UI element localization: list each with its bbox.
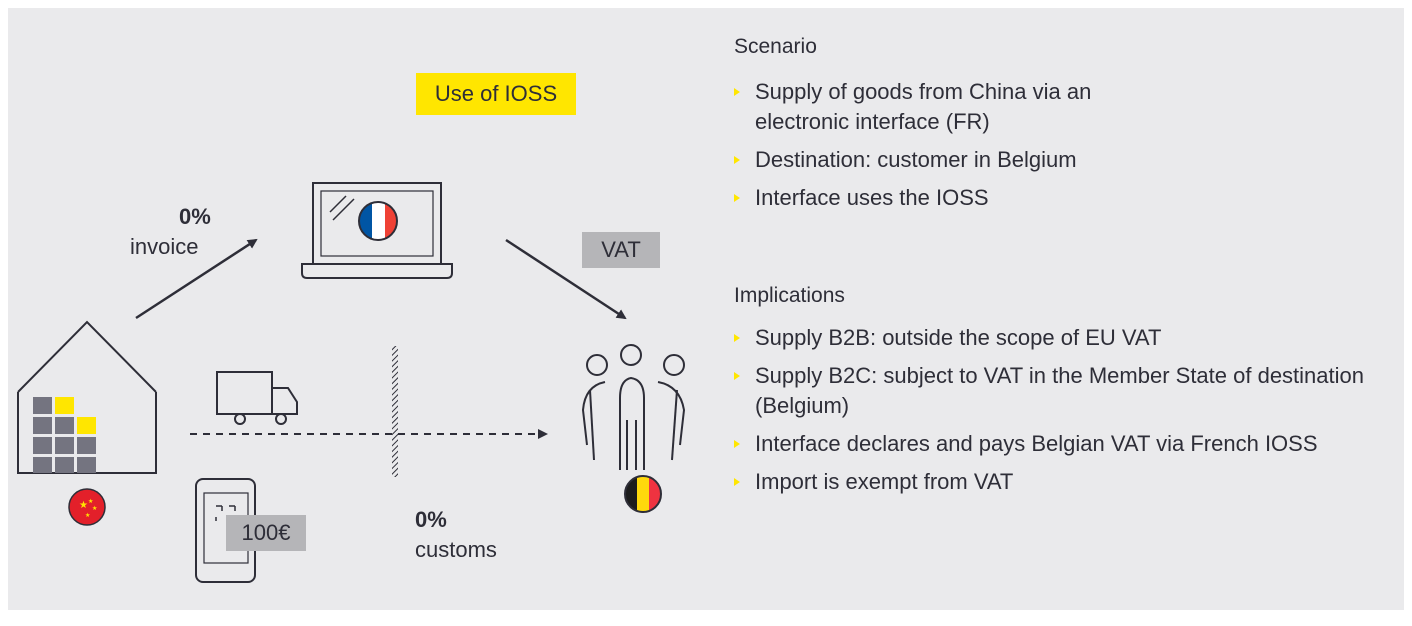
list-item: Supply B2B: outside the scope of EU VAT — [734, 323, 1394, 353]
implications-heading: Implications — [734, 284, 845, 307]
svg-text:★: ★ — [88, 498, 93, 505]
invoice-arrow — [135, 238, 258, 320]
warehouse-icon — [17, 320, 157, 474]
diagram-panel — [8, 8, 1404, 610]
use-of-ioss-badge: Use of IOSS — [416, 73, 576, 115]
bullet-marker-icon — [734, 194, 740, 202]
customs-rate-label: 0% — [415, 507, 447, 532]
invoice-label: invoice — [130, 234, 199, 259]
bullet-marker-icon — [734, 478, 740, 486]
china-flag-icon: ★ ★ ★ ★ — [68, 488, 106, 526]
laptop-icon — [301, 182, 453, 279]
customs-border-icon — [392, 346, 398, 477]
bullet-marker-icon — [734, 372, 740, 380]
svg-text:★: ★ — [79, 500, 88, 511]
scenario-list: Supply of goods from China via an electr… — [734, 77, 1374, 221]
bullet-marker-icon — [734, 156, 740, 164]
list-item: Supply of goods from China via an electr… — [734, 77, 1374, 137]
list-item: Supply B2C: subject to VAT in the Member… — [734, 361, 1394, 421]
list-item: Interface declares and pays Belgian VAT … — [734, 429, 1394, 459]
svg-text:★: ★ — [85, 512, 90, 519]
scenario-heading: Scenario — [734, 35, 817, 58]
bullet-marker-icon — [734, 334, 740, 342]
list-item: Destination: customer in Belgium — [734, 145, 1374, 175]
bullet-marker-icon — [734, 88, 740, 96]
truck-icon — [216, 371, 298, 425]
customers-icon — [581, 344, 686, 470]
customs-label: customs — [415, 537, 497, 562]
list-item: Import is exempt from VAT — [734, 467, 1394, 497]
svg-text:★: ★ — [92, 505, 97, 512]
bullet-marker-icon — [734, 440, 740, 448]
vat-badge: VAT — [582, 232, 660, 268]
price-tag: 100€ — [226, 515, 306, 551]
list-item: Interface uses the IOSS — [734, 183, 1374, 213]
invoice-rate-label: 0% — [179, 204, 211, 229]
vat-arrow — [505, 238, 627, 320]
implications-list: Supply B2B: outside the scope of EU VAT … — [734, 323, 1394, 505]
